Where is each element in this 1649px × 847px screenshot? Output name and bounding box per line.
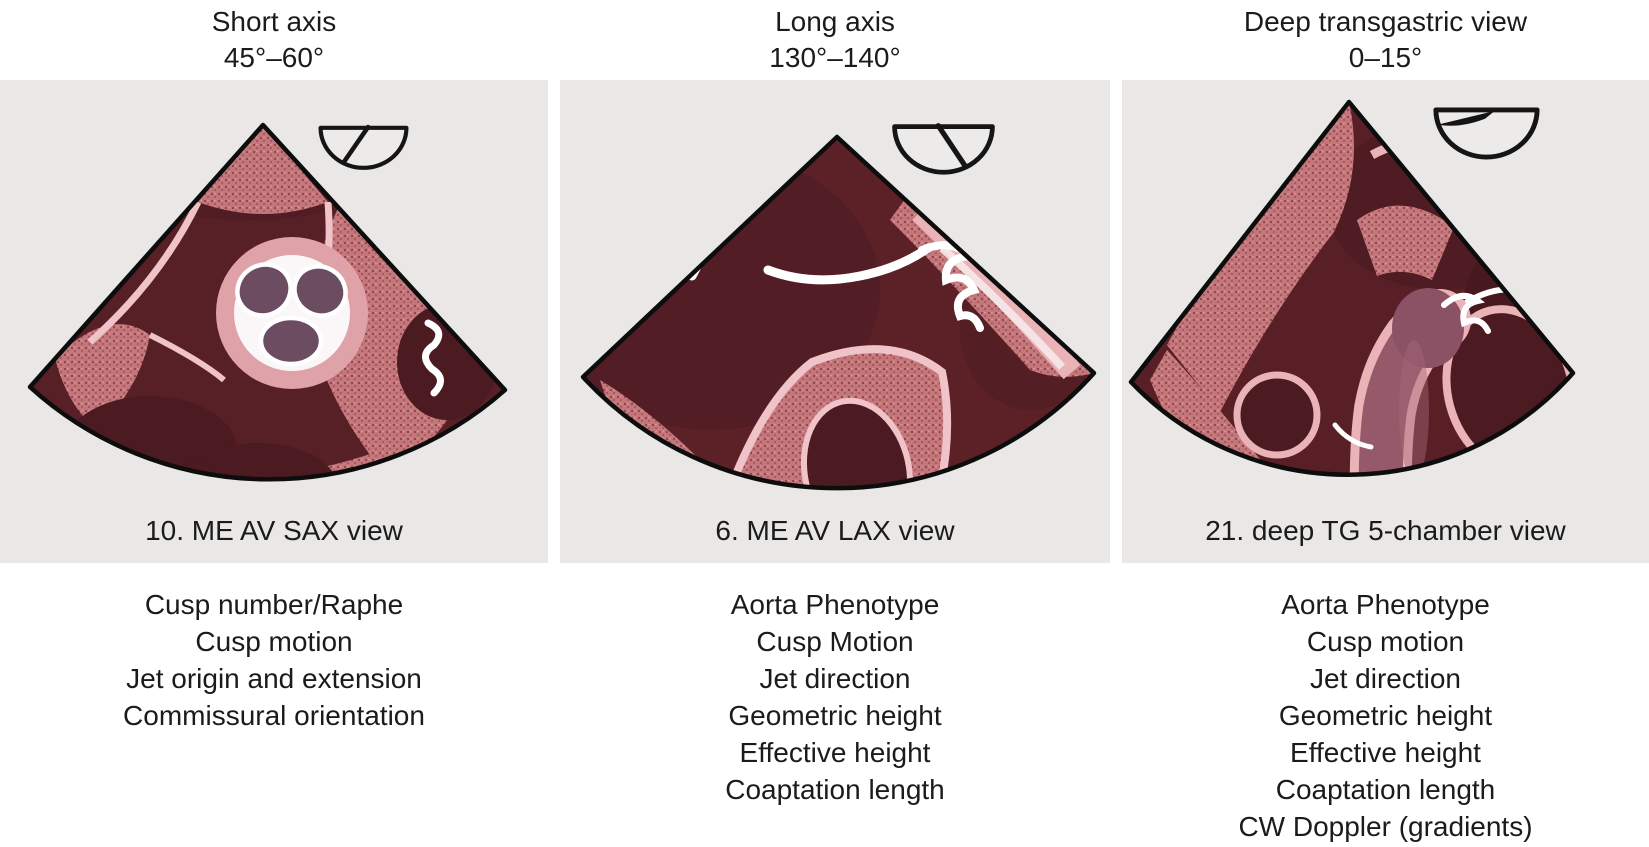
view-name: Deep transgastric view [1243,6,1528,37]
echo-panel-me-av-sax: 10. ME AV SAX view [0,80,548,563]
feature-item: Coaptation length [1275,774,1496,805]
tee-multiplane-angle-130-140-icon [892,123,995,175]
feature-item: Geometric height [1278,700,1493,731]
feature-item: Aorta Phenotype [730,589,940,620]
aortic-valve-short-axis [216,237,368,389]
aortic-valve-leaflet-lines [1441,292,1491,334]
echo-panel-deep-tg-5ch: 21. deep TG 5-chamber view [1122,80,1649,563]
view-angle-range: 45°–60° [223,42,325,73]
feature-item: Cusp number/Raphe [144,589,404,620]
feature-item: Geometric height [728,700,942,731]
feature-item: Cusp motion [195,626,353,657]
panel-caption: 6. ME AV LAX view [715,515,955,546]
view-angle-range: 0–15° [1348,42,1423,73]
me-av-sax-illustration [27,122,508,482]
tee-multiplane-angle-45-60-icon [318,124,409,170]
sector-interior [30,125,505,480]
view-name: Short axis [211,6,337,37]
feature-item: Effective height [739,737,931,768]
echo-panel-me-av-lax: 6. ME AV LAX view [560,80,1110,563]
ultrasound-sector-outline [27,122,508,482]
sector-interior [1131,102,1573,475]
me-av-lax-illustration [580,134,1097,491]
feature-item: Commissural orientation [123,700,425,731]
column-header-deep-tg: Deep transgastric view 0–15° [1122,0,1649,80]
feature-item: Cusp motion [1306,626,1465,657]
tricuspid-leaflet-lines [422,319,444,397]
feature-item: CW Doppler (gradients) [1238,811,1533,842]
lvot-aorta-vessel [1349,288,1471,475]
feature-item: Cusp Motion [756,626,914,657]
ultrasound-sector-outline [580,134,1097,491]
deep-tg-5-chamber-illustration [1128,99,1576,477]
column-header-short-axis: Short axis 45°–60° [0,0,548,80]
feature-item: Jet direction [1310,663,1461,694]
tee-multiplane-angle-0-15-icon [1433,107,1540,160]
feature-item: Effective height [1290,737,1481,768]
feature-item: Coaptation length [725,774,945,805]
column-header-long-axis: Long axis 130°–140° [560,0,1110,80]
panel-caption: 10. ME AV SAX view [145,515,403,546]
view-name: Long axis [775,6,895,37]
view-angle-range: 130°–140° [769,42,901,73]
feature-item: Jet origin and extension [126,663,422,694]
ultrasound-sector-outline [1128,99,1576,477]
panel-caption: 21. deep TG 5-chamber view [1205,515,1566,546]
feature-item: Jet direction [759,663,911,694]
feature-item: Aorta Phenotype [1281,589,1490,620]
